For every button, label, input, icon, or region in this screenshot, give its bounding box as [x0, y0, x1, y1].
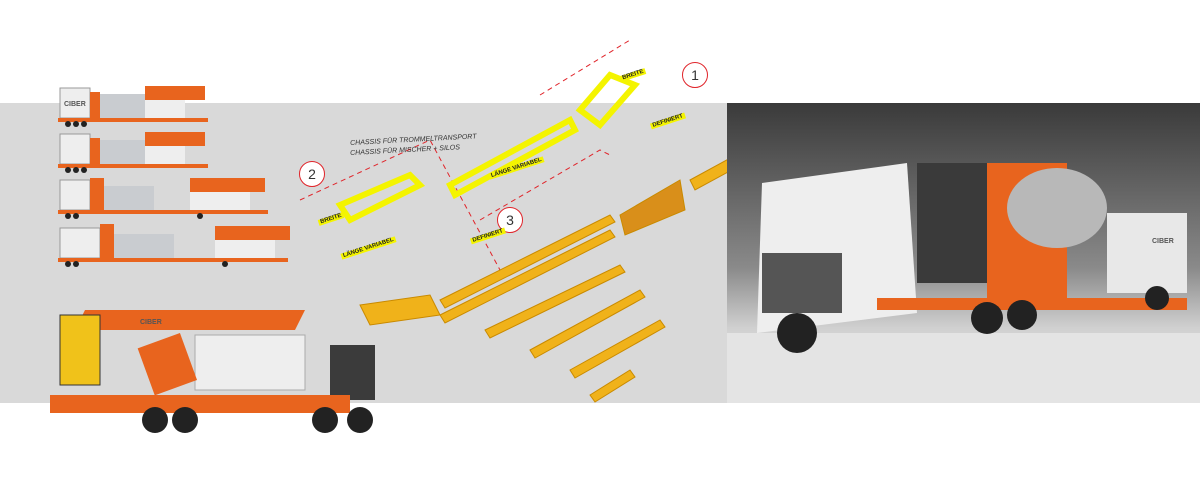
truck-photo: CIBER: [727, 103, 1200, 403]
truck-illustration: CIBER: [727, 163, 1200, 403]
plant-variant-4: [58, 224, 290, 267]
plant-variant-2: [58, 132, 208, 173]
plant-variant-3: [58, 178, 268, 219]
plant-transport-render: CIBER: [50, 310, 375, 433]
plant-variants-illustration: CIBER: [58, 86, 290, 267]
trailer-logo: CIBER: [1152, 238, 1174, 245]
chassis-sketch: [299, 40, 730, 403]
plant-variant-1: CIBER: [58, 86, 208, 127]
brand-logo: CIBER: [64, 101, 86, 108]
render-logo: CIBER: [140, 319, 162, 326]
callout-2: 2: [299, 161, 325, 187]
callout-1: 1: [682, 62, 708, 88]
